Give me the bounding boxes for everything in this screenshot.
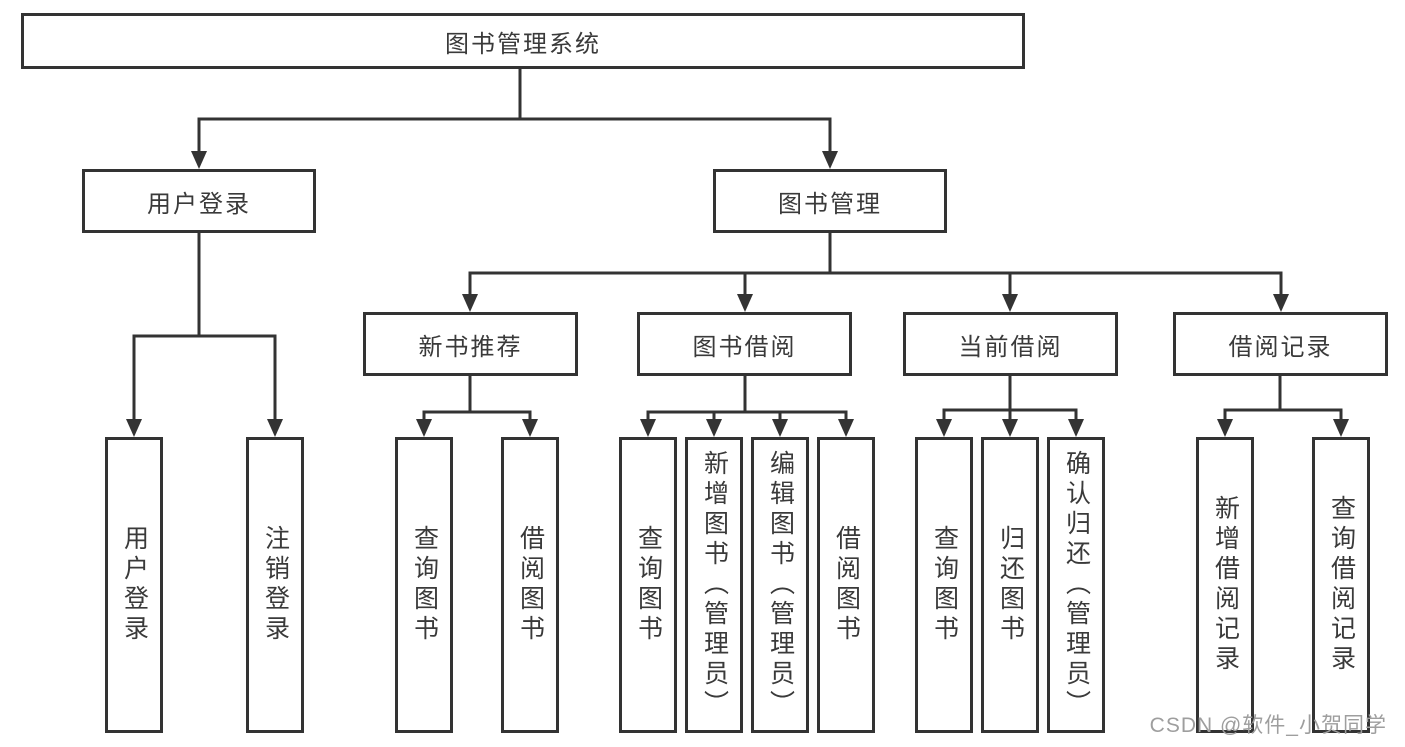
arrowheads bbox=[126, 151, 1349, 437]
leaf-logout-label: 注销登录 bbox=[261, 525, 290, 645]
leaf-borrow-books-2-label: 借阅图书 bbox=[832, 525, 861, 645]
leaf-user-login: 用户登录 bbox=[105, 437, 163, 733]
leaf-confirm-return-admin: 确认归还（管理员） bbox=[1047, 437, 1105, 733]
node-current-borrowing: 当前借阅 bbox=[903, 312, 1118, 376]
node-root: 图书管理系统 bbox=[21, 13, 1025, 69]
csdn-watermark: CSDN @软件_小贺同学 bbox=[1149, 714, 1387, 737]
node-root-label: 图书管理系统 bbox=[445, 30, 601, 58]
node-book-borrowing: 图书借阅 bbox=[637, 312, 852, 376]
leaf-logout: 注销登录 bbox=[246, 437, 304, 733]
leaf-add-borrow-record-label: 新增借阅记录 bbox=[1211, 495, 1240, 675]
leaf-edit-books-admin: 编辑图书（管理员） bbox=[751, 437, 809, 733]
node-new-book-recommend: 新书推荐 bbox=[363, 312, 578, 376]
leaf-query-books-2-label: 查询图书 bbox=[634, 525, 663, 645]
leaf-add-borrow-record: 新增借阅记录 bbox=[1196, 437, 1254, 733]
leaf-confirm-return-admin-label: 确认归还（管理员） bbox=[1062, 450, 1091, 720]
node-new-book-recommend-label: 新书推荐 bbox=[418, 333, 523, 361]
leaf-return-books: 归还图书 bbox=[981, 437, 1039, 733]
leaf-query-books-3: 查询图书 bbox=[915, 437, 973, 733]
leaf-add-books-admin: 新增图书（管理员） bbox=[685, 437, 743, 733]
leaf-add-books-admin-label: 新增图书（管理员） bbox=[700, 450, 729, 720]
leaf-borrow-books-1-label: 借阅图书 bbox=[516, 525, 545, 645]
node-borrowing-records: 借阅记录 bbox=[1173, 312, 1388, 376]
leaf-query-borrow-record-label: 查询借阅记录 bbox=[1327, 495, 1356, 675]
leaf-borrow-books-2: 借阅图书 bbox=[817, 437, 875, 733]
node-book-management-label: 图书管理 bbox=[778, 190, 882, 218]
node-borrowing-records-label: 借阅记录 bbox=[1228, 333, 1333, 361]
leaf-query-books-1: 查询图书 bbox=[395, 437, 453, 733]
leaf-query-books-3-label: 查询图书 bbox=[930, 525, 959, 645]
node-book-management: 图书管理 bbox=[713, 169, 947, 233]
leaf-return-books-label: 归还图书 bbox=[996, 525, 1025, 645]
node-user-login: 用户登录 bbox=[82, 169, 316, 233]
leaf-query-borrow-record: 查询借阅记录 bbox=[1312, 437, 1370, 733]
leaf-user-login-label: 用户登录 bbox=[120, 525, 149, 645]
node-current-borrowing-label: 当前借阅 bbox=[958, 333, 1063, 361]
leaf-query-books-2: 查询图书 bbox=[619, 437, 677, 733]
node-book-borrowing-label: 图书借阅 bbox=[692, 333, 797, 361]
leaf-query-books-1-label: 查询图书 bbox=[410, 525, 439, 645]
leaf-borrow-books-1: 借阅图书 bbox=[501, 437, 559, 733]
node-user-login-label: 用户登录 bbox=[147, 190, 251, 218]
leaf-edit-books-admin-label: 编辑图书（管理员） bbox=[766, 450, 795, 720]
